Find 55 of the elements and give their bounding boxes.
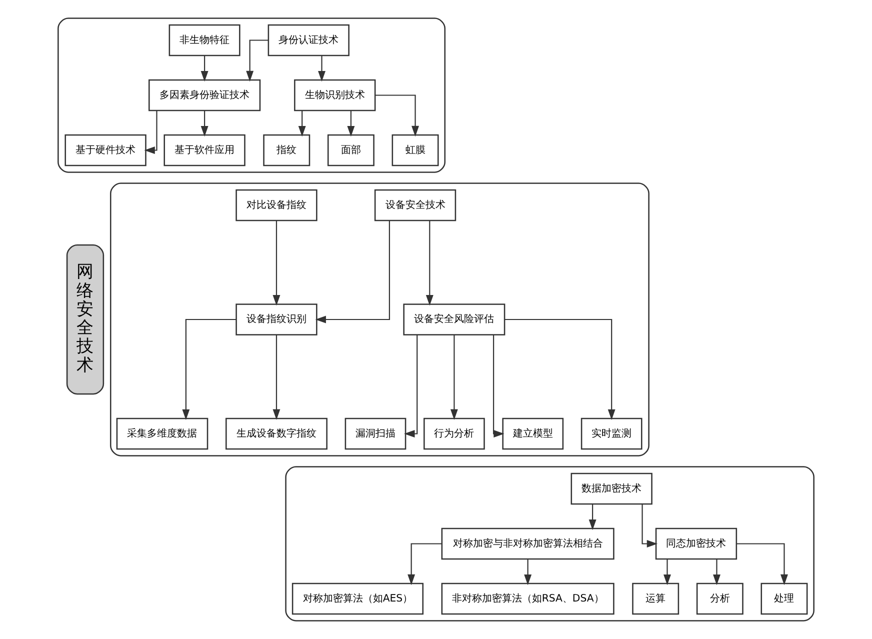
arrow bbox=[426, 220, 434, 306]
arrow bbox=[404, 334, 418, 438]
arrow bbox=[493, 334, 504, 438]
node-box: 生成设备数字指纹 bbox=[226, 418, 328, 450]
arrow bbox=[315, 220, 390, 324]
node-box: 指纹 bbox=[263, 134, 310, 166]
arrow bbox=[504, 318, 616, 420]
node-box: 多因素身份验证技术 bbox=[148, 79, 261, 112]
node-box: 数据加密技术 bbox=[570, 472, 652, 505]
arrow bbox=[246, 40, 268, 82]
arrow bbox=[272, 220, 280, 306]
node-box: 设备指纹识别 bbox=[236, 304, 318, 336]
arrow bbox=[347, 110, 355, 137]
arrow bbox=[272, 334, 280, 420]
node-box: 处理 bbox=[760, 582, 808, 615]
cluster bbox=[285, 466, 814, 622]
arrow bbox=[182, 318, 236, 420]
arrow bbox=[408, 543, 442, 586]
node-box: 采集多维度数据 bbox=[116, 418, 208, 450]
cluster bbox=[58, 18, 446, 173]
node-box: 非对称加密算法（如RSA、DSA） bbox=[441, 582, 614, 615]
arrow bbox=[450, 334, 458, 420]
node-box: 基于硬件技术 bbox=[64, 134, 146, 166]
node-box: 虹膜 bbox=[392, 134, 439, 166]
arrow bbox=[375, 94, 419, 137]
node-box: 分析 bbox=[696, 582, 744, 615]
node-box: 对称加密算法（如AES） bbox=[292, 582, 424, 615]
node-box: 运算 bbox=[632, 582, 680, 615]
node-box: 行为分析 bbox=[424, 418, 485, 450]
cluster bbox=[110, 182, 650, 456]
arrow bbox=[642, 504, 658, 548]
node-box: 设备安全风险评估 bbox=[403, 304, 506, 336]
node-box: 对比设备指纹 bbox=[236, 189, 318, 222]
node-box: 漏洞扫描 bbox=[344, 418, 406, 450]
arrow bbox=[588, 504, 596, 530]
node-box: 面部 bbox=[327, 134, 374, 166]
node-box: 同态加密技术 bbox=[655, 528, 738, 560]
node-box: 设备安全技术 bbox=[374, 189, 456, 222]
node-box: 非生物特征 bbox=[168, 24, 240, 56]
node-box: 网络安全技术 bbox=[66, 244, 104, 395]
node-box: 实时监测 bbox=[580, 418, 642, 450]
arrow bbox=[524, 559, 532, 586]
arrow bbox=[664, 559, 671, 586]
node-box: 基于软件应用 bbox=[164, 134, 246, 166]
arrow bbox=[736, 543, 788, 586]
node-box: 建立模型 bbox=[502, 418, 564, 450]
arrow bbox=[200, 56, 208, 82]
arrow bbox=[713, 559, 720, 586]
node-box: 对称加密与非对称加密算法相结合 bbox=[441, 528, 614, 560]
arrow bbox=[298, 110, 306, 137]
arrow bbox=[144, 110, 158, 154]
arrow bbox=[200, 110, 208, 137]
node-box: 身份认证技术 bbox=[268, 24, 350, 56]
node-box: 生物识别技术 bbox=[294, 79, 376, 112]
arrow bbox=[318, 56, 326, 82]
